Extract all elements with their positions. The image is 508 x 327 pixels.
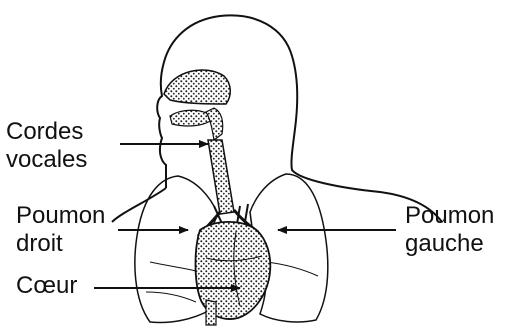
body-outline [112,15,442,222]
label-left-lung-line1: Poumon [405,202,494,230]
pharynx [206,108,223,140]
descending-vessel [206,300,216,325]
label-left-lung-line2: gauche [405,230,494,258]
label-vocal-cords-line2: vocales [6,146,87,174]
label-right-lung-line2: droit [16,230,105,258]
label-vocal-cords: Cordes vocales [6,118,87,174]
label-vocal-cords-line1: Cordes [6,118,87,146]
label-heart: Cœur [16,272,77,300]
label-right-lung-line1: Poumon [16,202,105,230]
label-left-lung: Poumon gauche [405,202,494,258]
nasal-cavity [164,70,230,104]
label-heart-text: Cœur [16,272,77,300]
label-right-lung: Poumon droit [16,202,105,258]
